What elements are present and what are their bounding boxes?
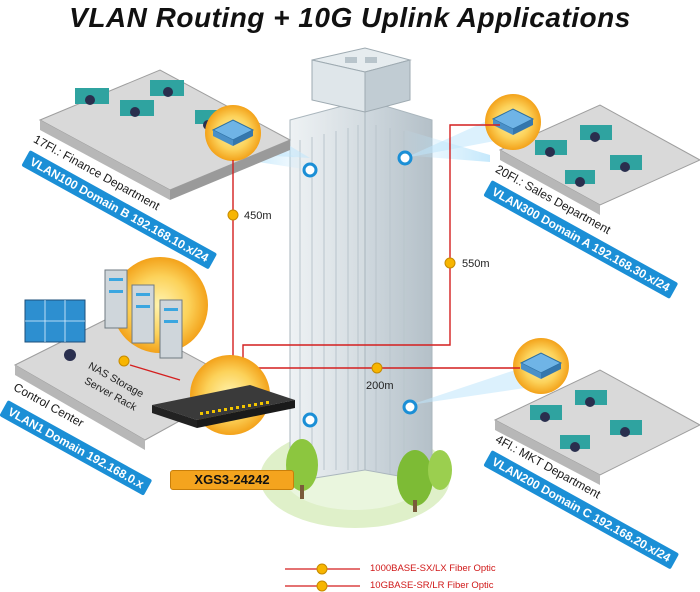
legend-lines xyxy=(285,563,360,592)
switch-model-label: XGS3-24242 xyxy=(170,470,294,490)
badge-sales xyxy=(444,257,456,269)
floor-marker-17 xyxy=(302,162,318,178)
badges xyxy=(118,209,456,374)
nas-server-rack xyxy=(104,257,208,359)
trees xyxy=(286,439,452,512)
sales-switch-icon xyxy=(485,94,541,150)
office-tower xyxy=(289,47,433,483)
distance-finance: 450m xyxy=(244,210,272,222)
floor-marker-2 xyxy=(302,412,318,428)
core-switch xyxy=(152,355,295,435)
floor-marker-4 xyxy=(402,399,418,415)
distance-mkt: 200m xyxy=(366,380,394,392)
badge-mkt xyxy=(371,362,383,374)
legend-1g-label: 1000BASE-SX/LX Fiber Optic xyxy=(370,563,496,574)
distance-sales: 550m xyxy=(462,258,490,270)
finance-switch-icon xyxy=(205,105,261,161)
badge-finance xyxy=(227,209,239,221)
legend-10g-label: 10GBASE-SR/LR Fiber Optic xyxy=(370,580,494,591)
sales-floor xyxy=(498,104,700,215)
badge-nas xyxy=(118,355,130,367)
floor-marker-20 xyxy=(397,150,413,166)
mkt-switch-icon xyxy=(513,338,569,394)
mkt-floor xyxy=(493,369,700,485)
page-title: VLAN Routing + 10G Uplink Applications xyxy=(69,2,631,33)
